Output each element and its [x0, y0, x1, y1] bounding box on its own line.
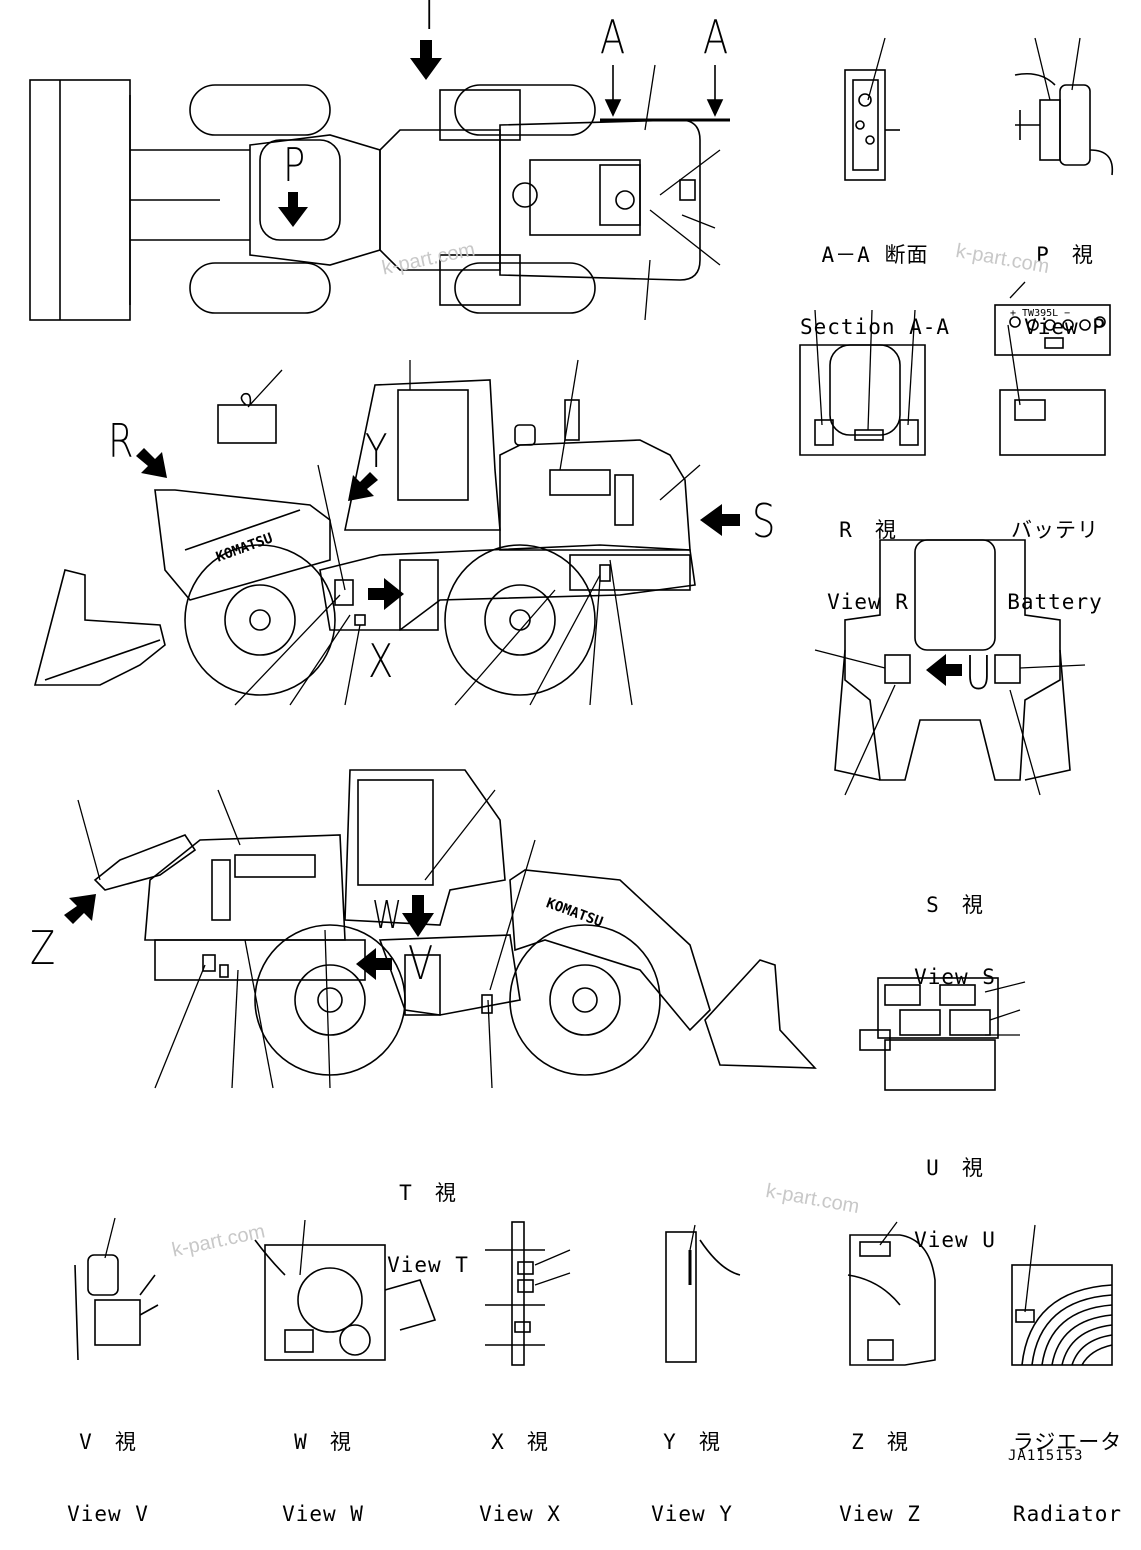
view-letter-t: T: [418, 0, 441, 40]
caption-section-aa-jp: A－A 断面: [821, 243, 929, 267]
caption-view-p-jp: P 視: [1036, 243, 1094, 267]
section-aa-figure: [844, 37, 900, 181]
view-p-figure: [1014, 37, 1114, 176]
view-s-figure: [814, 539, 1086, 796]
caption-battery-jp: バッテリ: [1011, 518, 1099, 542]
view-arrow-z: [64, 894, 96, 924]
view-letter-u: U: [965, 646, 992, 700]
view-arrow-u: [926, 654, 962, 686]
parts-diagram: [29, 37, 1114, 1366]
radiator-figure: [1011, 1224, 1113, 1366]
view-u-figure: [859, 977, 1026, 1091]
caption-view-u: U 視 View U: [905, 1108, 1005, 1276]
view-arrow-t: [410, 40, 442, 80]
view-arrow-s: [700, 504, 740, 536]
caption-view-v-en: View V: [67, 1502, 149, 1526]
caption-view-s-en: View S: [914, 965, 996, 989]
view-letter-r: R: [108, 414, 134, 468]
caption-view-t-en: View T: [387, 1253, 469, 1277]
caption-view-r-jp: R 視: [839, 518, 897, 542]
caption-section-aa-en: Section A-A: [800, 315, 951, 339]
top-view-loader: [29, 79, 730, 321]
view-letter-p: P: [283, 138, 306, 192]
caption-view-u-jp: U 視: [926, 1156, 984, 1180]
left-side-leaders: [234, 359, 701, 706]
caption-view-w-jp: W 視: [294, 1430, 352, 1454]
caption-view-t-jp: T 視: [399, 1181, 457, 1205]
caption-view-z-en: View Z: [839, 1502, 921, 1526]
view-arrow-w: [402, 895, 434, 937]
view-arrow-v: [356, 948, 392, 980]
caption-view-u-en: View U: [914, 1228, 996, 1252]
section-arrow-a2: [706, 65, 724, 117]
view-y-figure: [665, 1224, 741, 1363]
caption-view-t: T 視 View T: [378, 1133, 478, 1301]
caption-view-x-jp: X 視: [491, 1430, 549, 1454]
view-x-figure: [485, 1221, 571, 1366]
caption-view-r: R 視 View R: [818, 470, 918, 638]
caption-radiator-jp: ラジエータ: [1012, 1430, 1123, 1454]
caption-view-x: X 視 View X: [470, 1382, 570, 1550]
caption-view-y-jp: Y 視: [663, 1430, 721, 1454]
tag-decal-callout: [217, 404, 277, 444]
section-arrow-a1: [604, 65, 622, 117]
caption-view-z-jp: Z 視: [851, 1430, 909, 1454]
caption-view-s: S 視 View S: [905, 845, 1005, 1013]
caption-battery-en: Battery: [1007, 590, 1103, 614]
view-z-figure: [847, 1221, 936, 1366]
caption-view-r-en: View R: [827, 590, 909, 614]
caption-battery: バッテリ Battery: [1000, 470, 1110, 638]
view-w-figure: [254, 1219, 437, 1361]
caption-view-v-jp: V 視: [79, 1430, 137, 1454]
caption-view-p: P 視 View P: [1015, 195, 1115, 363]
view-arrow-r: [136, 448, 167, 478]
view-letter-s: S: [752, 494, 776, 548]
caption-view-w-en: View W: [282, 1502, 364, 1526]
caption-radiator: ラジエータ Radiator: [1005, 1382, 1130, 1550]
top-view-leaders: [644, 64, 721, 321]
view-letter-y: Y: [365, 424, 388, 478]
caption-radiator-en: Radiator: [1012, 1502, 1123, 1526]
battery-terminal-label: + TW395L −: [1010, 308, 1071, 319]
battery-figure: [994, 281, 1111, 456]
caption-view-x-en: View X: [479, 1502, 561, 1526]
view-arrow-p: [278, 192, 308, 227]
view-letter-w: W: [372, 893, 403, 937]
section-letter-a2: A: [703, 10, 729, 64]
section-letter-a1: A: [600, 10, 626, 64]
caption-view-p-en: View P: [1024, 315, 1106, 339]
caption-view-z: Z 視 View Z: [830, 1382, 930, 1550]
view-v-figure: [74, 1217, 159, 1361]
left-side-view-loader: [33, 379, 696, 696]
view-letter-v: V: [408, 936, 434, 990]
right-side-view-loader: [93, 769, 817, 1076]
drawing-code: JA115153: [1008, 1448, 1084, 1464]
view-letter-z: Z: [30, 921, 56, 975]
caption-view-w: W 視 View W: [273, 1382, 373, 1550]
tag-hook: [240, 392, 252, 406]
right-side-leaders: [77, 789, 536, 1089]
caption-view-y-en: View Y: [651, 1502, 733, 1526]
view-letter-x: X: [368, 634, 394, 688]
view-r-figure: [799, 309, 926, 456]
view-arrow-y: [348, 472, 378, 501]
caption-section-aa: A－A 断面 Section A-A: [800, 195, 950, 363]
view-arrow-x: [368, 578, 404, 610]
caption-view-v: V 視 View V: [58, 1382, 158, 1550]
caption-view-s-jp: S 視: [926, 893, 984, 917]
caption-view-y: Y 視 View Y: [642, 1382, 742, 1550]
